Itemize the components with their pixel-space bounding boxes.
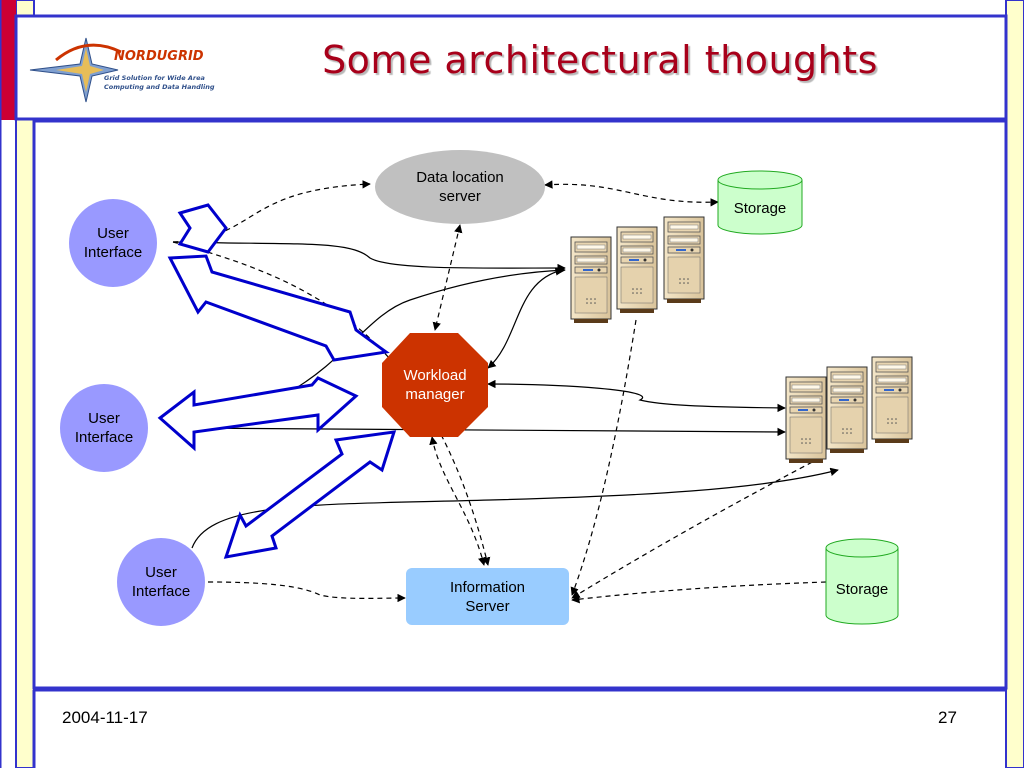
block-arrow-ui3-wm	[223, 430, 397, 559]
connector-storage2-to-info	[571, 581, 827, 604]
server-tower-icon	[826, 366, 868, 454]
server-tower-icon	[871, 356, 913, 444]
connector-ui3-to-info	[207, 581, 406, 603]
user-interface-1	[69, 199, 157, 287]
connector-cluster2-to-info	[571, 457, 821, 599]
server-cluster-2	[785, 356, 913, 464]
connector-ui2-to-cluster2	[172, 427, 786, 437]
server-tower-icon	[663, 216, 705, 304]
footer-date: 2004-11-17	[62, 708, 148, 727]
server-tower-icon	[616, 226, 658, 314]
logo-tagline-1: Grid Solution for Wide Area	[104, 74, 205, 82]
header-box	[14, 14, 1008, 121]
block-arrow-ui1-wm	[167, 254, 390, 362]
server-cluster-1	[570, 216, 705, 324]
user-interface-3	[117, 538, 205, 626]
server-tower-icon	[785, 376, 827, 464]
block-arrow-ui1-small	[177, 203, 228, 254]
block-arrow-ui2-wm	[157, 376, 359, 452]
page-number: 27	[938, 708, 957, 727]
connector-ui1-to-cluster1	[172, 241, 566, 273]
slide-title: Some architectural thoughts	[322, 38, 878, 82]
connector-cluster1-to-info	[570, 319, 637, 596]
workload-manager	[382, 333, 488, 437]
nordugrid-logo: NORDUGRID Grid Solution for Wide Area Co…	[29, 37, 215, 103]
connector-wm-cluster2	[487, 379, 786, 413]
user-interface-2	[60, 384, 148, 472]
information-server	[406, 568, 569, 625]
top-left-red-block	[0, 0, 16, 120]
connector-dls-storage1	[544, 180, 719, 207]
connector-ui3-to-cluster2	[191, 467, 839, 549]
logo-name: NORDUGRID	[114, 49, 204, 64]
data-location-server	[375, 150, 545, 224]
connector-wm-info	[429, 436, 487, 566]
server-tower-icon	[570, 236, 612, 324]
storage-2	[825, 538, 899, 625]
storage-1	[717, 170, 803, 235]
logo-tagline-2: Computing and Data Handling	[104, 83, 215, 91]
connector-wm-cluster1	[487, 267, 564, 369]
block-arrows	[157, 203, 397, 559]
connector-dls-wm	[432, 224, 463, 331]
